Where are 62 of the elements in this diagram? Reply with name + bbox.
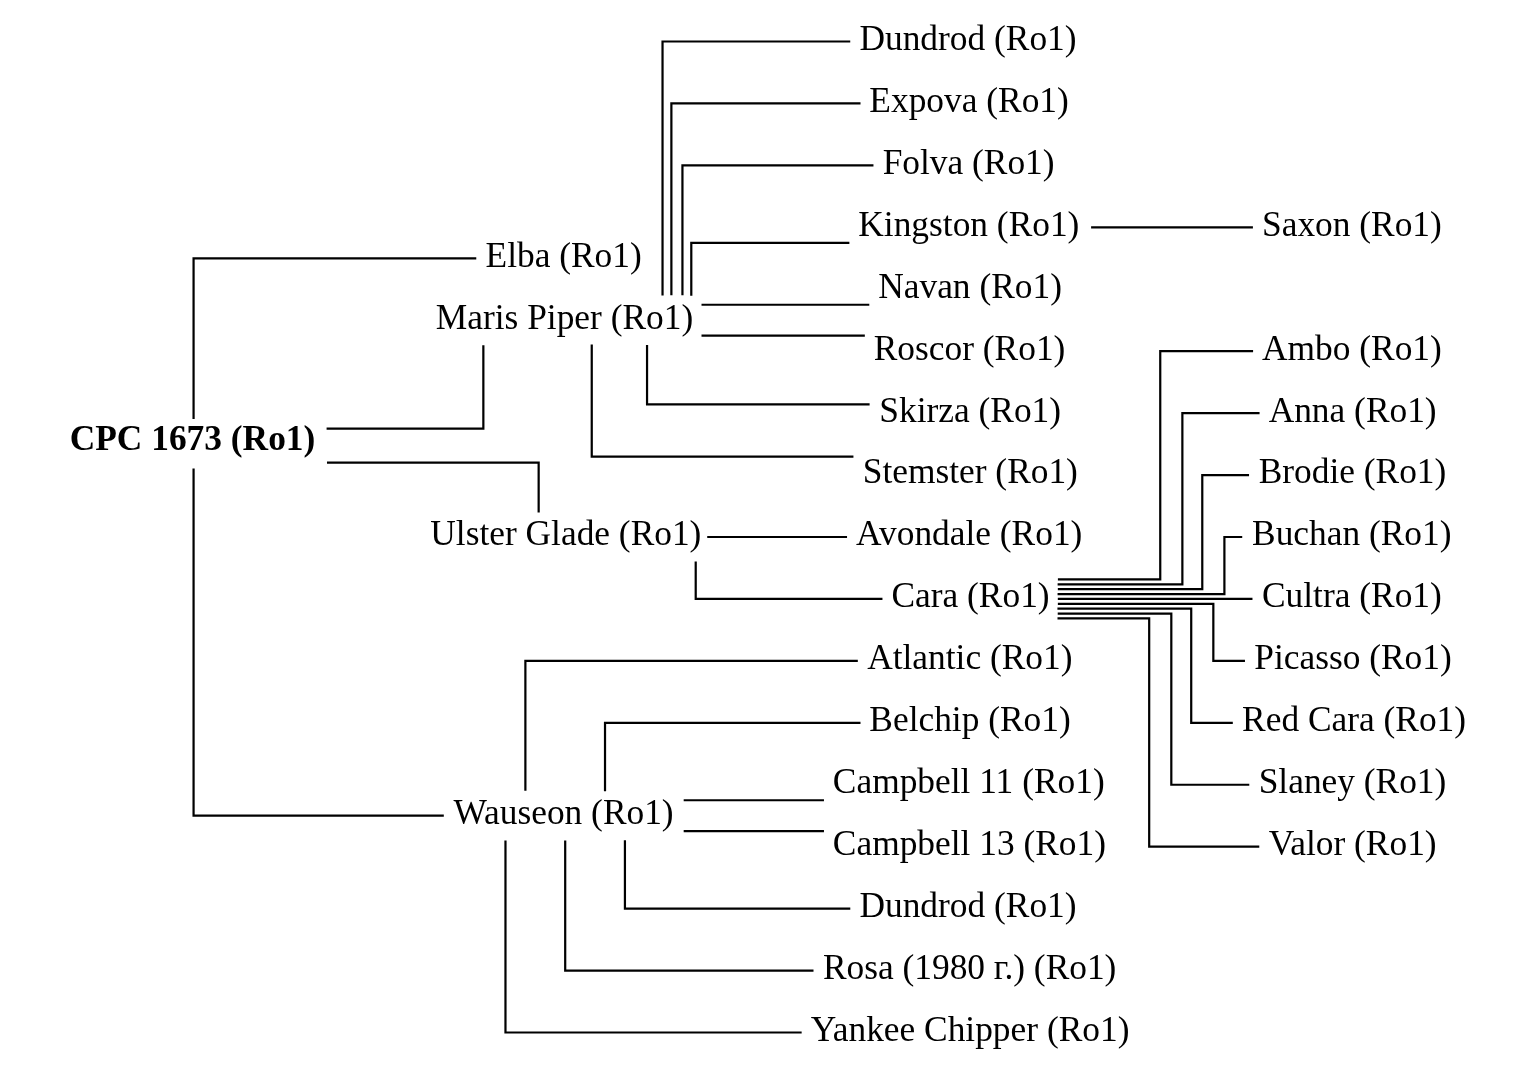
- connector: [690, 241, 850, 296]
- connector: [192, 468, 444, 817]
- connector: [701, 334, 865, 337]
- connector: [1057, 617, 1260, 848]
- node-text: Brodie (Ro1): [1258, 451, 1447, 492]
- node-text: Expova (Ro1): [869, 79, 1069, 120]
- node-text: Belchip (Ro1): [869, 699, 1071, 740]
- node-text: Red Cara (Ro1): [1242, 699, 1467, 740]
- connector: [1057, 607, 1233, 724]
- connector: [590, 344, 854, 458]
- connector: [707, 535, 848, 539]
- connector: [694, 561, 883, 601]
- connector: [1091, 226, 1253, 229]
- node-text: Ambo (Ro1): [1262, 327, 1442, 368]
- connector: [192, 257, 477, 420]
- connector: [327, 461, 540, 513]
- node-text: Valor (Ro1): [1268, 823, 1437, 864]
- connector: [1057, 602, 1245, 662]
- node-text: Dundrod (Ro1): [859, 885, 1077, 926]
- node-text: Ulster Glade (Ro1): [430, 513, 702, 554]
- connector: [623, 840, 851, 910]
- connector: [1057, 612, 1250, 786]
- connector: [603, 721, 861, 792]
- node-text: Roscor (Ro1): [873, 327, 1066, 368]
- node-text: Saxon (Ro1): [1262, 203, 1442, 244]
- node-text: Navan (Ro1): [878, 265, 1062, 306]
- node-text: Campbell 11 (Ro1): [832, 761, 1105, 802]
- connector: [661, 40, 851, 296]
- node-text: Picasso (Ro1): [1254, 637, 1452, 678]
- connector: [683, 830, 824, 833]
- connector: [1057, 350, 1254, 581]
- connector: [1057, 473, 1250, 591]
- node-text: CPC 1673 (Ro1): [69, 418, 316, 459]
- node-text: Maris Piper (Ro1): [435, 296, 694, 337]
- connector: [670, 102, 861, 296]
- connector: [683, 799, 824, 802]
- connector: [524, 659, 858, 791]
- connector: [326, 345, 485, 430]
- node-text: Anna (Ro1): [1268, 389, 1437, 430]
- node-text: Dundrod (Ro1): [859, 17, 1077, 58]
- node-text: Slaney (Ro1): [1258, 761, 1447, 802]
- node-text: Avondale (Ro1): [856, 513, 1083, 554]
- node-text: Kingston (Ro1): [858, 203, 1080, 244]
- node-text: Rosa (1980 г.) (Ro1): [822, 946, 1117, 987]
- connector: [564, 840, 814, 972]
- node-text: Cultra (Ro1): [1262, 575, 1442, 616]
- node-text: Wauseon (Ro1): [453, 792, 674, 833]
- node-text: Cara (Ro1): [891, 575, 1050, 616]
- node-text: Yankee Chipper (Ro1): [810, 1008, 1130, 1049]
- node-text: Stemster (Ro1): [862, 451, 1078, 492]
- connector: [701, 303, 870, 306]
- connector: [645, 345, 870, 406]
- connector: [1057, 412, 1260, 586]
- node-text: Elba (Ro1): [485, 234, 642, 275]
- node-text: Atlantic (Ro1): [867, 637, 1073, 678]
- node-text: Folva (Ro1): [882, 141, 1055, 182]
- connector: [681, 164, 874, 296]
- node-text: Skirza (Ro1): [879, 389, 1062, 430]
- connector: [1057, 597, 1253, 601]
- node-text: Buchan (Ro1): [1252, 513, 1452, 554]
- connector: [504, 840, 802, 1034]
- node-text: Campbell 13 (Ro1): [832, 823, 1106, 864]
